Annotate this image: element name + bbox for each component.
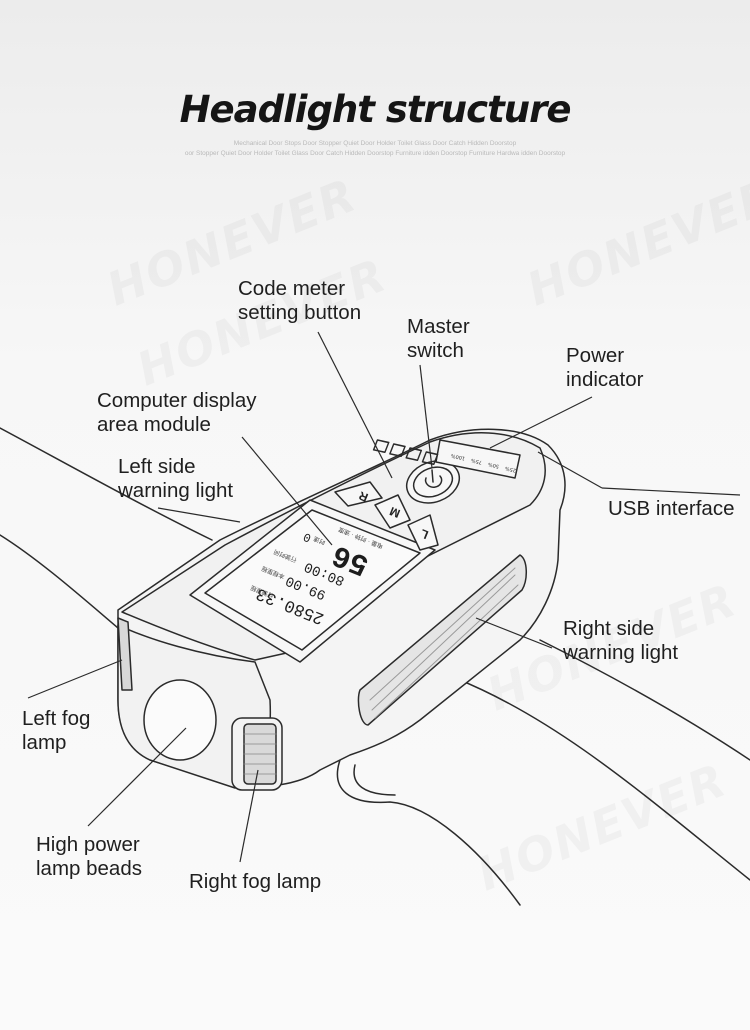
mount-strap: [353, 764, 396, 796]
leader-left-warning: [157, 507, 241, 523]
button-m: M: [388, 504, 403, 521]
leader-right-fog: [239, 769, 259, 863]
mount-strap: [336, 759, 521, 906]
label-right-fog: Right fog lamp: [189, 870, 322, 893]
subtitle-line: oor Stopper Quiet Door Holder Toilet Gla…: [184, 150, 566, 157]
handlebar: [454, 677, 750, 881]
button-r-shape: [334, 481, 383, 507]
battery-level: 100%: [450, 452, 465, 461]
battery-level: 50%: [487, 461, 499, 469]
leader-power-indicator: [489, 396, 593, 449]
page-title: Headlight structure: [179, 88, 572, 131]
leader-usb: [601, 487, 741, 496]
battery-level: 75%: [470, 457, 482, 465]
handlebar: [0, 427, 213, 541]
leader-code-meter: [317, 331, 393, 479]
leader-master-switch: [419, 364, 433, 469]
subtitle-line: Mechanical Door Stops Door Stopper Quiet…: [233, 140, 517, 147]
leader-left-fog: [27, 659, 123, 699]
display-screen: [204, 509, 421, 651]
battery-level: 25%: [504, 465, 516, 473]
handlebar: [0, 534, 119, 629]
left-fog-lamp: [117, 617, 133, 691]
leader-high-power: [87, 727, 187, 827]
label-usb: USB interface: [608, 497, 735, 520]
button-m-shape: [374, 494, 411, 529]
right-warning-light: [357, 554, 527, 726]
leader-computer-display: [241, 436, 333, 546]
handlebar: [539, 639, 750, 761]
power-icon: [424, 475, 443, 488]
power-button: [412, 466, 454, 498]
display-unit-label: 时速: [312, 535, 326, 547]
leader-right-warning: [475, 617, 553, 649]
leader-usb: [537, 451, 603, 489]
button-l-shape: [407, 514, 439, 551]
main-lens: [143, 679, 217, 761]
display-zero: 0: [301, 529, 313, 545]
